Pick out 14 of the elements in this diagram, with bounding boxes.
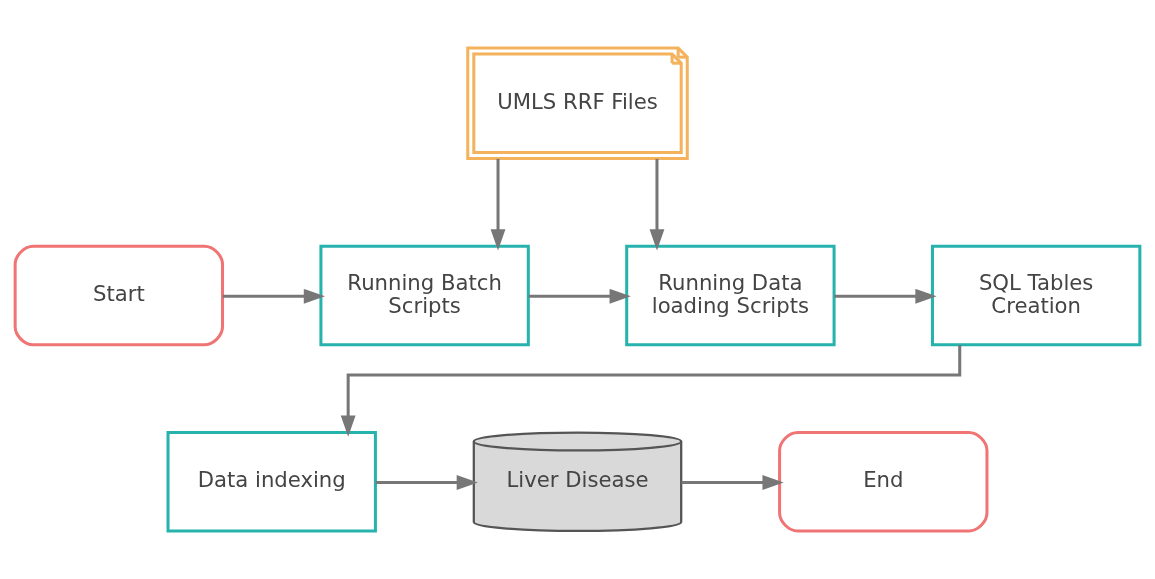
arrow: [222, 288, 325, 304]
arrow: [340, 345, 962, 437]
arrow: [528, 288, 631, 304]
node-box: SQL Tables Creation: [930, 244, 1142, 347]
arrow: [375, 475, 478, 490]
arrow: [681, 475, 784, 490]
node-box: Data indexing: [166, 431, 377, 533]
node-box: Running Batch Scripts: [319, 244, 530, 347]
node-box: End: [778, 431, 989, 533]
arrow: [649, 158, 665, 251]
node-box: Running Data loading Scripts: [625, 244, 836, 347]
node-box: Start: [13, 244, 225, 347]
arrow: [490, 158, 506, 251]
arrow: [834, 288, 937, 304]
